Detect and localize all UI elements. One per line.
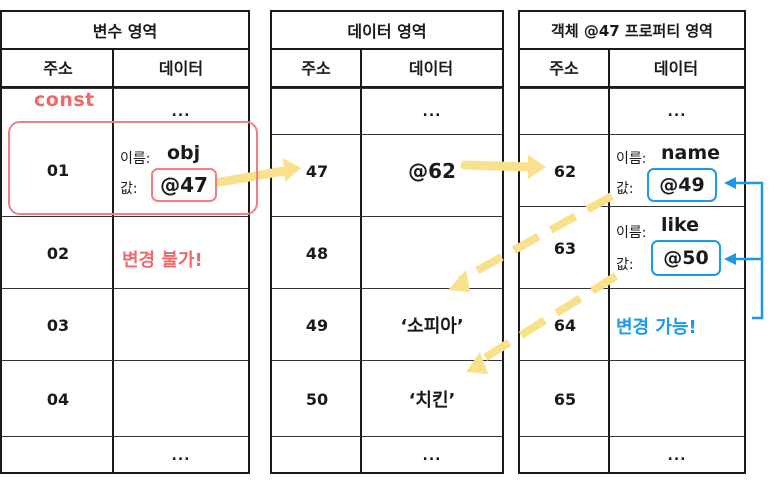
row-data: ... (667, 448, 687, 464)
mutable-note: 변경 가능! (614, 313, 699, 339)
row-address: 62 (553, 161, 577, 181)
row-data (114, 361, 248, 437)
variable-area-title: 변수 영역 (2, 12, 248, 50)
table-row: 49 ‘소피아’ (272, 288, 502, 361)
column-divider (360, 48, 362, 472)
prop2-value-label: 값: (616, 257, 634, 273)
col-address-header: 주소 (301, 59, 331, 78)
row-address: 49 (305, 315, 329, 335)
table-row: ... (520, 436, 744, 475)
row-address: 65 (553, 389, 577, 409)
row-data: ‘소피아’ (400, 316, 464, 337)
row-address (520, 437, 610, 475)
table-row: 03 (2, 288, 248, 361)
row-address: 63 (553, 238, 577, 258)
row-data: ... (171, 104, 191, 120)
row-data (114, 289, 248, 361)
row-address: 50 (305, 389, 329, 409)
const-label: const (34, 89, 95, 111)
row-data (362, 217, 502, 289)
col-data-header: 데이터 (158, 59, 204, 78)
table-row: ... (272, 436, 502, 475)
prop2-value-box: @50 (651, 240, 721, 276)
row-address: 64 (553, 315, 577, 335)
table-row: ... (272, 88, 502, 135)
data-area-title: 데이터 영역 (272, 12, 502, 50)
row-data: @62 (408, 159, 456, 183)
obj-name-value: obj (167, 142, 201, 164)
table-row: 04 (2, 360, 248, 437)
const-highlight-box (8, 121, 258, 215)
object-area-title: 객체 @47 프로퍼티 영역 (520, 12, 744, 50)
obj-name-label: 이름: (120, 151, 151, 167)
prop1-value-box: @49 (647, 168, 717, 202)
col-address-header: 주소 (43, 59, 73, 78)
object-area-column-headers: 주소 데이터 (520, 48, 744, 88)
row-address (2, 437, 114, 475)
row-address: 48 (305, 243, 329, 263)
prop1-value-label: 값: (616, 181, 634, 197)
row-address: 02 (46, 243, 70, 263)
row-address (272, 89, 362, 135)
variable-area-table: 변수 영역 주소 데이터 ... 01 02 03 04 ... (0, 10, 250, 474)
table-row: 01 (2, 134, 248, 206)
prop2-name-label: 이름: (616, 225, 647, 241)
immutable-warning: 변경 불가! (120, 246, 205, 272)
data-area-column-headers: 주소 데이터 (272, 48, 502, 88)
row-data: ‘치킨’ (408, 390, 456, 411)
table-row: ... (520, 88, 744, 135)
prop1-name-label: 이름: (616, 151, 647, 167)
row-address: 03 (46, 315, 70, 335)
data-area-table: 데이터 영역 주소 데이터 ... 47 @62 48 49 ‘소피아’ 50 … (270, 10, 504, 474)
row-address (520, 89, 610, 135)
prop1-name-value: name (661, 142, 721, 164)
row-address: 01 (46, 160, 70, 180)
row-data: ... (171, 448, 191, 464)
row-address: 47 (305, 161, 329, 181)
obj-value-box: @47 (151, 168, 217, 202)
prop2-name-value: like (661, 214, 700, 236)
col-data-header: 데이터 (408, 59, 454, 78)
table-row: 47 @62 (272, 134, 502, 207)
col-address-header: 주소 (549, 59, 579, 78)
table-row: ... (2, 88, 248, 135)
row-address (272, 437, 362, 475)
row-data (610, 361, 744, 437)
row-data: ... (667, 104, 687, 120)
table-row: 62 (520, 134, 744, 207)
variable-area-column-headers: 주소 데이터 (2, 48, 248, 88)
col-data-header: 데이터 (653, 59, 699, 78)
row-data: ... (422, 104, 442, 120)
row-data: ... (422, 448, 442, 464)
table-row: ... (2, 436, 248, 475)
table-row: 50 ‘치킨’ (272, 360, 502, 437)
table-row: 65 (520, 360, 744, 437)
column-divider (112, 48, 114, 472)
row-address: 04 (46, 389, 70, 409)
obj-value-label: 값: (120, 181, 138, 197)
table-row: 02 (2, 216, 248, 289)
table-row: 48 (272, 216, 502, 289)
